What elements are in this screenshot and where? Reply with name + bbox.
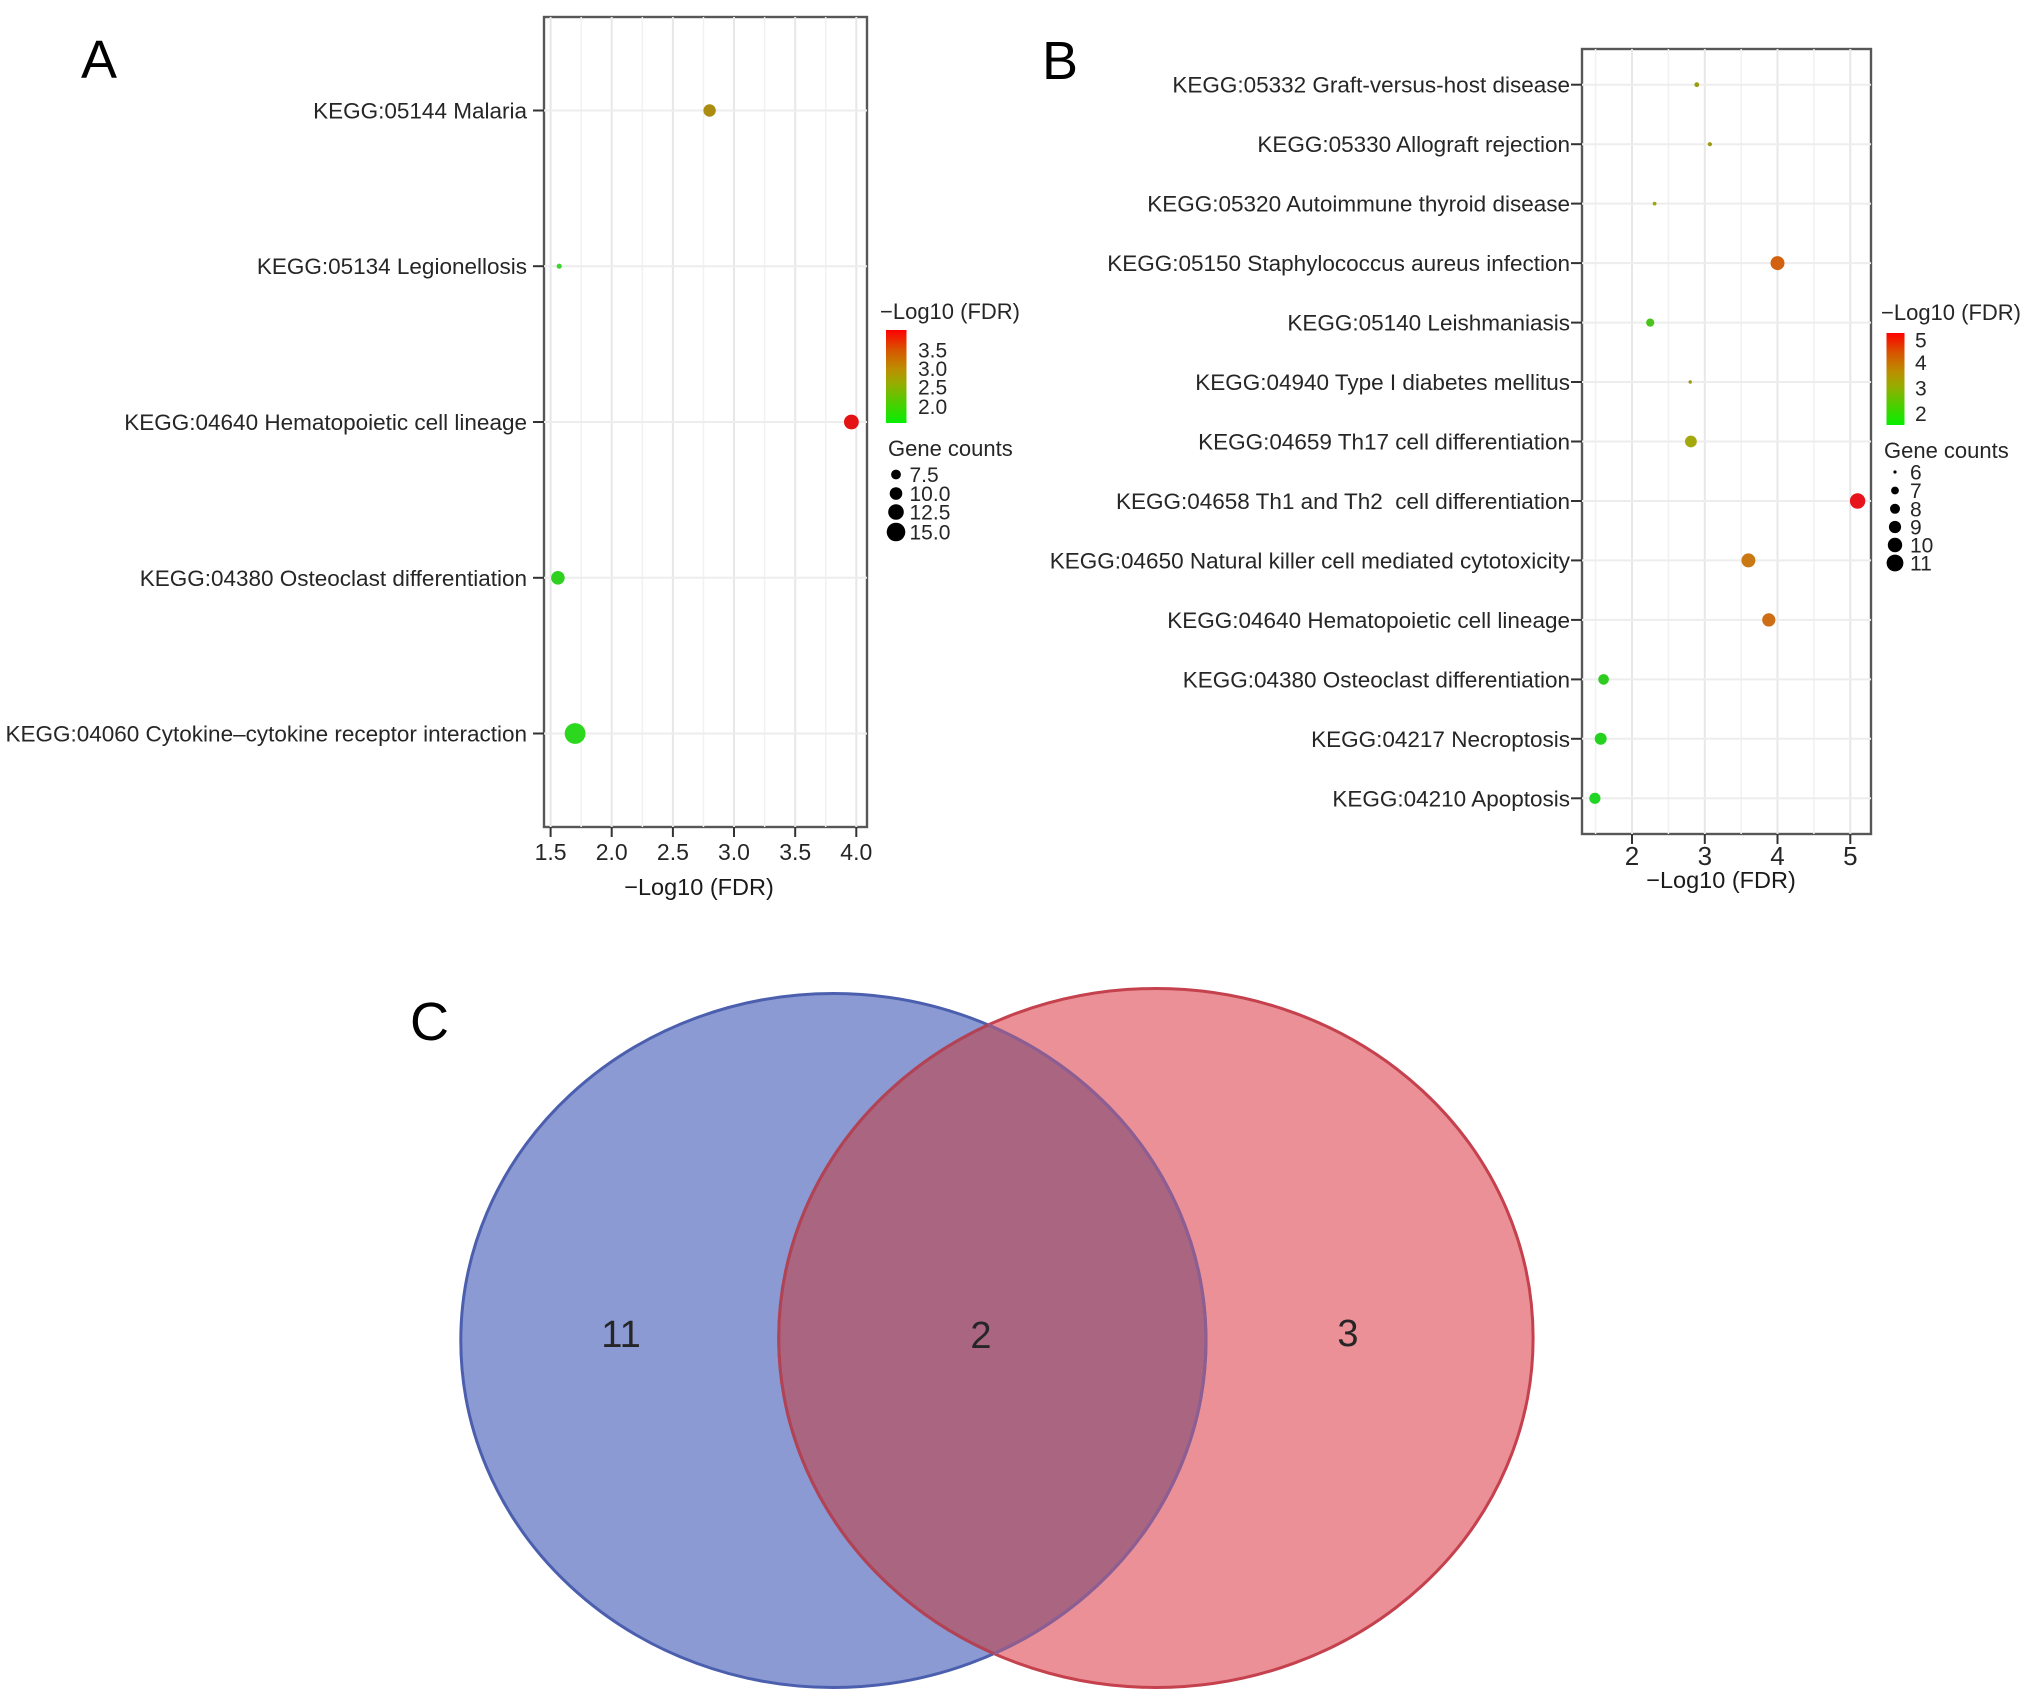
svg-text:KEGG:04380 Osteoclast differen: KEGG:04380 Osteoclast differentiation [1183, 667, 1570, 692]
svg-text:3.0: 3.0 [718, 839, 750, 865]
svg-text:KEGG:04380 Osteoclast differen: KEGG:04380 Osteoclast differentiation [140, 566, 527, 591]
svg-text:2.0: 2.0 [596, 839, 628, 865]
svg-text:3.5: 3.5 [779, 839, 811, 865]
svg-text:KEGG:04658 Th1 and Th2 cell d: KEGG:04658 Th1 and Th2 cell differentiat… [1116, 489, 1570, 514]
svg-text:2.5: 2.5 [657, 839, 689, 865]
svg-text:2: 2 [1625, 841, 1639, 871]
svg-text:8: 8 [1910, 498, 1922, 521]
svg-text:5: 5 [1843, 841, 1857, 871]
svg-text:4: 4 [1770, 841, 1784, 871]
svg-text:2.5: 2.5 [918, 377, 947, 400]
svg-text:2.0: 2.0 [918, 396, 947, 419]
svg-text:KEGG:05144 Malaria: KEGG:05144 Malaria [313, 99, 527, 124]
svg-text:−Log10 (FDR): −Log10 (FDR) [624, 874, 774, 900]
svg-text:KEGG:04210 Apoptosis: KEGG:04210 Apoptosis [1332, 786, 1570, 811]
svg-text:6: 6 [1910, 462, 1922, 485]
svg-text:9: 9 [1910, 517, 1922, 540]
svg-text:2: 2 [1915, 403, 1927, 426]
svg-text:11: 11 [1910, 553, 1932, 576]
svg-text:3: 3 [1915, 378, 1927, 401]
svg-text:4: 4 [1915, 352, 1927, 375]
svg-text:KEGG:04217 Necroptosis: KEGG:04217 Necroptosis [1311, 727, 1570, 752]
svg-text:KEGG:05330 Allograft rejection: KEGG:05330 Allograft rejection [1257, 132, 1570, 157]
svg-text:Gene counts: Gene counts [1884, 438, 2009, 463]
svg-text:Gene counts: Gene counts [888, 436, 1013, 461]
svg-text:10: 10 [1910, 535, 1933, 558]
svg-text:KEGG:04640 Hematopoietic cell: KEGG:04640 Hematopoietic cell lineage [1167, 608, 1570, 633]
svg-text:−Log10 (FDR): −Log10 (FDR) [880, 299, 1020, 324]
svg-text:3.0: 3.0 [918, 358, 947, 381]
svg-text:3: 3 [1337, 1313, 1358, 1355]
svg-text:4.0: 4.0 [840, 839, 872, 865]
svg-text:C: C [410, 992, 449, 1052]
svg-text:KEGG:05140 Leishmaniasis: KEGG:05140 Leishmaniasis [1287, 311, 1570, 336]
svg-text:B: B [1042, 31, 1078, 91]
svg-text:5: 5 [1915, 330, 1927, 353]
svg-text:3.5: 3.5 [918, 340, 947, 363]
svg-text:KEGG:04060 Cytokine–cytokine r: KEGG:04060 Cytokine–cytokine receptor in… [5, 722, 527, 747]
svg-text:KEGG:04940 Type I diabetes mel: KEGG:04940 Type I diabetes mellitus [1195, 370, 1570, 395]
svg-text:KEGG:05332 Graft-versus-host d: KEGG:05332 Graft-versus-host disease [1172, 73, 1570, 98]
svg-text:7: 7 [1910, 480, 1922, 503]
svg-text:KEGG:04650 Natural killer cell: KEGG:04650 Natural killer cell mediated … [1050, 548, 1571, 573]
svg-text:15.0: 15.0 [910, 522, 951, 545]
svg-text:1.5: 1.5 [535, 839, 567, 865]
svg-text:2: 2 [970, 1315, 991, 1357]
svg-text:KEGG:05150 Staphylococcus aure: KEGG:05150 Staphylococcus aureus infecti… [1107, 251, 1570, 276]
svg-text:KEGG:05320 Autoimmune thyroid: KEGG:05320 Autoimmune thyroid disease [1147, 192, 1570, 217]
svg-text:KEGG:05134 Legionellosis: KEGG:05134 Legionellosis [257, 254, 527, 279]
svg-text:10.0: 10.0 [910, 483, 951, 506]
svg-text:KEGG:04659 Th17 cell different: KEGG:04659 Th17 cell differentiation [1198, 430, 1570, 455]
svg-text:12.5: 12.5 [910, 502, 951, 525]
svg-text:3: 3 [1698, 841, 1712, 871]
svg-text:−Log10 (FDR): −Log10 (FDR) [1881, 300, 2021, 325]
svg-text:KEGG:04640 Hematopoietic cell: KEGG:04640 Hematopoietic cell lineage [124, 410, 527, 435]
svg-text:A: A [81, 30, 117, 90]
svg-text:7.5: 7.5 [910, 464, 939, 487]
svg-text:11: 11 [601, 1314, 640, 1356]
svg-text:−Log10 (FDR): −Log10 (FDR) [1646, 867, 1796, 893]
